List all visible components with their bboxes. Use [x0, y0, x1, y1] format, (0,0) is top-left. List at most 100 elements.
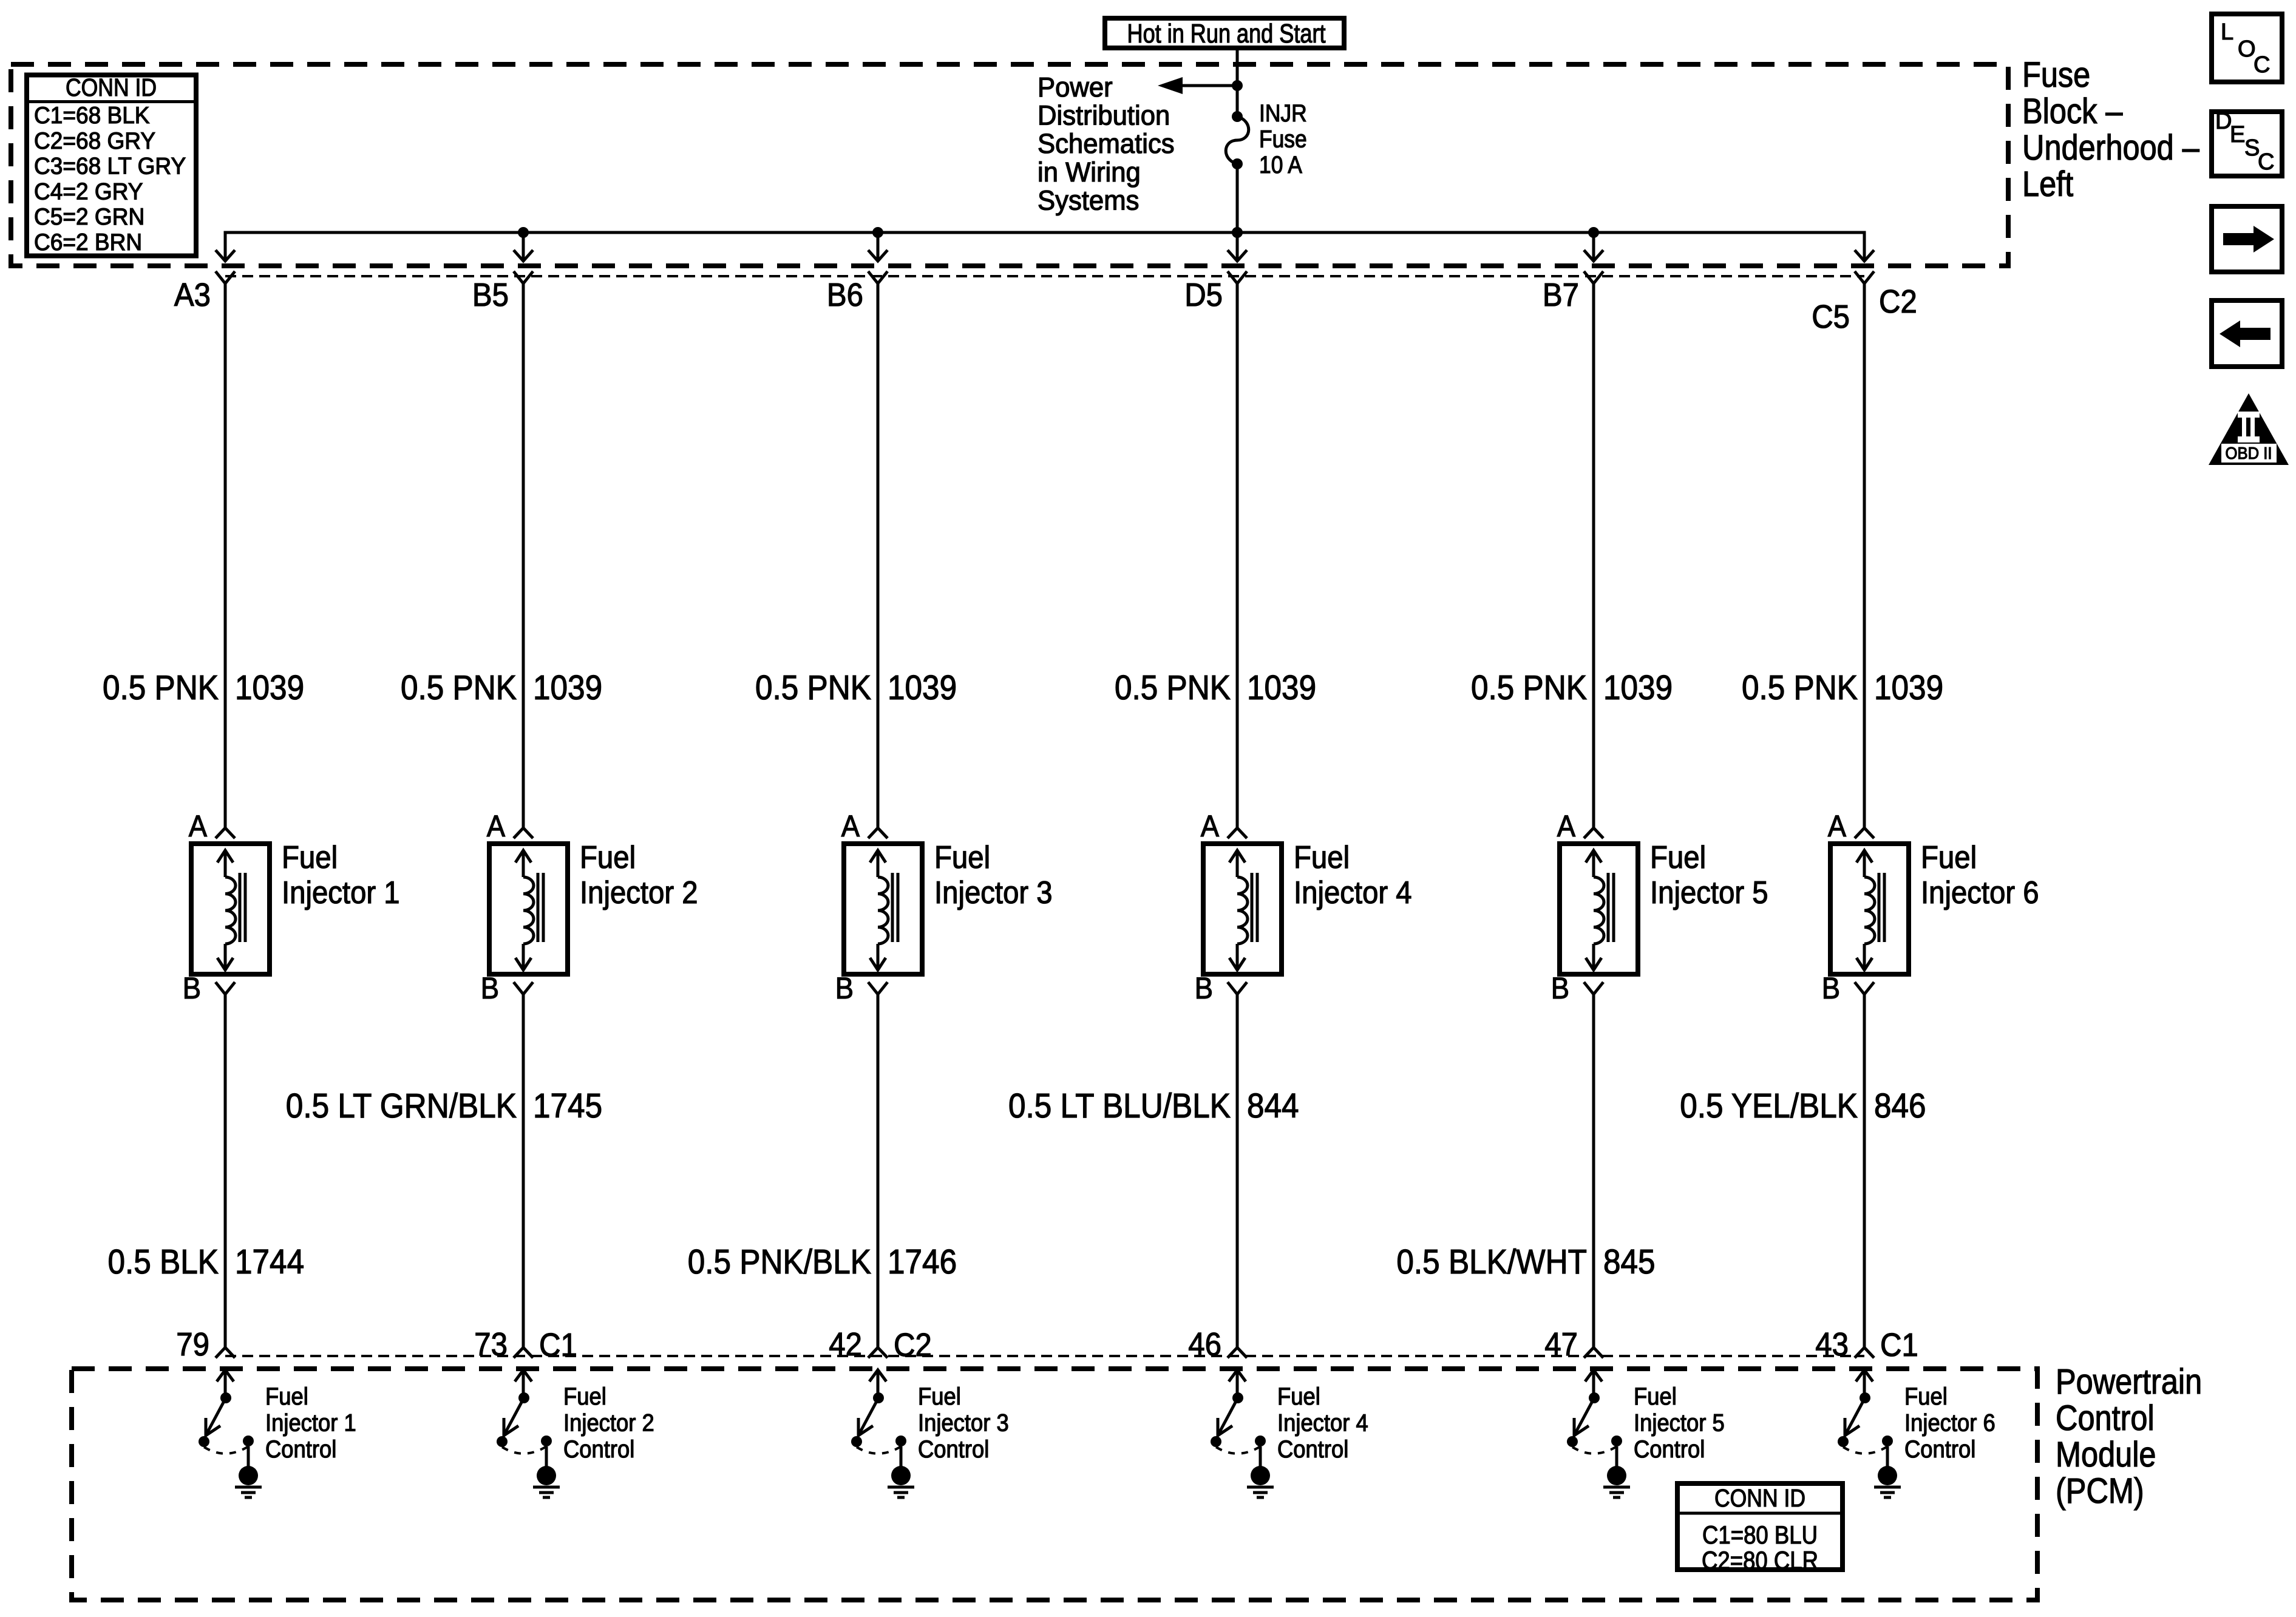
svg-text:844: 844: [1247, 1086, 1299, 1125]
svg-text:Fuel: Fuel: [1277, 1383, 1320, 1410]
svg-text:C: C: [2258, 149, 2274, 175]
svg-text:Hot in Run and Start: Hot in Run and Start: [1127, 19, 1326, 49]
svg-text:845: 845: [1603, 1242, 1656, 1281]
svg-text:Control: Control: [1277, 1436, 1348, 1463]
svg-text:B: B: [183, 971, 201, 1005]
svg-text:0.5 PNK: 0.5 PNK: [401, 668, 517, 707]
svg-text:(PCM): (PCM): [2056, 1471, 2144, 1511]
svg-text:A: A: [1201, 809, 1220, 843]
svg-text:Fuel: Fuel: [265, 1383, 308, 1410]
svg-text:Injector 6: Injector 6: [1921, 875, 2039, 910]
svg-text:Fuel: Fuel: [580, 840, 636, 875]
svg-text:O: O: [2238, 36, 2256, 62]
svg-text:Injector 2: Injector 2: [563, 1410, 654, 1437]
svg-text:0.5 PNK: 0.5 PNK: [103, 668, 219, 707]
svg-text:Fuel: Fuel: [563, 1383, 606, 1410]
svg-text:OBD II: OBD II: [2226, 444, 2272, 463]
svg-text:C6=2 BRN: C6=2 BRN: [34, 229, 142, 256]
svg-text:Injector 1: Injector 1: [265, 1410, 356, 1437]
svg-text:B5: B5: [472, 277, 509, 313]
svg-text:C4=2 GRY: C4=2 GRY: [34, 178, 143, 205]
svg-text:CONN ID: CONN ID: [66, 73, 157, 101]
svg-text:C2: C2: [1879, 283, 1917, 320]
svg-text:Fuse: Fuse: [2022, 55, 2090, 95]
svg-text:Power: Power: [1038, 72, 1113, 103]
svg-text:Control: Control: [918, 1436, 989, 1463]
svg-text:0.5 LT GRN/BLK: 0.5 LT GRN/BLK: [286, 1086, 517, 1125]
svg-text:846: 846: [1874, 1086, 1926, 1125]
svg-text:Injector 6: Injector 6: [1904, 1410, 1995, 1437]
svg-text:Fuel: Fuel: [282, 840, 338, 875]
svg-text:42: 42: [829, 1326, 862, 1363]
svg-text:S: S: [2244, 135, 2260, 161]
svg-text:Fuel: Fuel: [1904, 1383, 1948, 1410]
svg-text:1039: 1039: [888, 668, 957, 707]
svg-text:A: A: [841, 809, 860, 843]
svg-text:Control: Control: [1634, 1436, 1705, 1463]
svg-text:Fuel: Fuel: [1650, 840, 1706, 875]
svg-text:C5: C5: [1812, 299, 1850, 335]
svg-text:B7: B7: [1543, 277, 1579, 313]
svg-text:C1=68 BLK: C1=68 BLK: [34, 103, 150, 129]
svg-text:79: 79: [176, 1326, 209, 1363]
svg-text:C: C: [2254, 52, 2270, 78]
svg-text:73: 73: [474, 1326, 508, 1363]
svg-text:0.5 PNK: 0.5 PNK: [1471, 668, 1587, 707]
svg-text:Fuel: Fuel: [934, 840, 990, 875]
svg-text:0.5 BLK: 0.5 BLK: [108, 1242, 219, 1281]
svg-text:A: A: [1828, 809, 1847, 843]
svg-text:Fuel: Fuel: [1634, 1383, 1677, 1410]
svg-text:B: B: [481, 971, 499, 1005]
svg-text:1744: 1744: [235, 1242, 304, 1281]
svg-text:D: D: [2215, 109, 2232, 134]
svg-text:Fuse: Fuse: [1259, 126, 1307, 153]
svg-text:E: E: [2230, 122, 2245, 147]
svg-text:C3=68 LT GRY: C3=68 LT GRY: [34, 154, 186, 180]
svg-text:B: B: [835, 971, 854, 1005]
svg-text:in Wiring: in Wiring: [1038, 157, 1141, 188]
svg-text:C5=2 GRN: C5=2 GRN: [34, 204, 144, 230]
svg-text:Injector 5: Injector 5: [1650, 875, 1768, 910]
svg-text:B: B: [1551, 971, 1569, 1005]
svg-text:Control: Control: [2056, 1398, 2155, 1438]
svg-text:Injector 2: Injector 2: [580, 875, 698, 910]
svg-text:Control: Control: [1904, 1436, 1975, 1463]
svg-text:D5: D5: [1184, 277, 1223, 313]
svg-text:0.5 BLK/WHT: 0.5 BLK/WHT: [1396, 1242, 1587, 1281]
svg-text:A: A: [1557, 809, 1576, 843]
svg-text:1746: 1746: [888, 1242, 957, 1281]
svg-text:Distribution: Distribution: [1038, 100, 1170, 131]
svg-text:Injector 4: Injector 4: [1277, 1410, 1368, 1437]
svg-text:0.5 PNK: 0.5 PNK: [1115, 668, 1231, 707]
svg-text:47: 47: [1544, 1326, 1578, 1363]
svg-text:46: 46: [1188, 1326, 1221, 1363]
svg-text:Powertrain: Powertrain: [2056, 1362, 2202, 1402]
svg-text:Injector 3: Injector 3: [918, 1410, 1009, 1437]
svg-text:B: B: [1822, 971, 1840, 1005]
svg-text:Block –: Block –: [2022, 92, 2123, 131]
svg-text:1745: 1745: [533, 1086, 602, 1125]
svg-text:A: A: [189, 809, 208, 843]
svg-text:Control: Control: [563, 1436, 634, 1463]
svg-text:0.5 PNK: 0.5 PNK: [755, 668, 871, 707]
svg-text:B: B: [1195, 971, 1213, 1005]
svg-text:43: 43: [1815, 1326, 1849, 1363]
svg-text:Systems: Systems: [1038, 185, 1139, 215]
svg-text:A3: A3: [174, 277, 211, 313]
svg-text:Injector 4: Injector 4: [1294, 875, 1412, 910]
svg-text:Injector 5: Injector 5: [1634, 1410, 1725, 1437]
svg-text:C2: C2: [894, 1327, 932, 1363]
svg-text:Schematics: Schematics: [1038, 128, 1175, 159]
svg-text:C1: C1: [539, 1327, 577, 1363]
svg-text:1039: 1039: [235, 668, 304, 707]
svg-text:Control: Control: [265, 1436, 336, 1463]
svg-text:Module: Module: [2056, 1435, 2156, 1474]
svg-text:Fuel: Fuel: [918, 1383, 961, 1410]
svg-text:C1: C1: [1880, 1327, 1918, 1363]
svg-text:C2=68 GRY: C2=68 GRY: [34, 128, 155, 154]
svg-text:0.5 YEL/BLK: 0.5 YEL/BLK: [1680, 1086, 1858, 1125]
svg-text:0.5 LT BLU/BLK: 0.5 LT BLU/BLK: [1008, 1086, 1231, 1125]
svg-text:Fuel: Fuel: [1294, 840, 1350, 875]
svg-text:1039: 1039: [1874, 668, 1943, 707]
svg-text:Underhood –: Underhood –: [2022, 128, 2199, 168]
